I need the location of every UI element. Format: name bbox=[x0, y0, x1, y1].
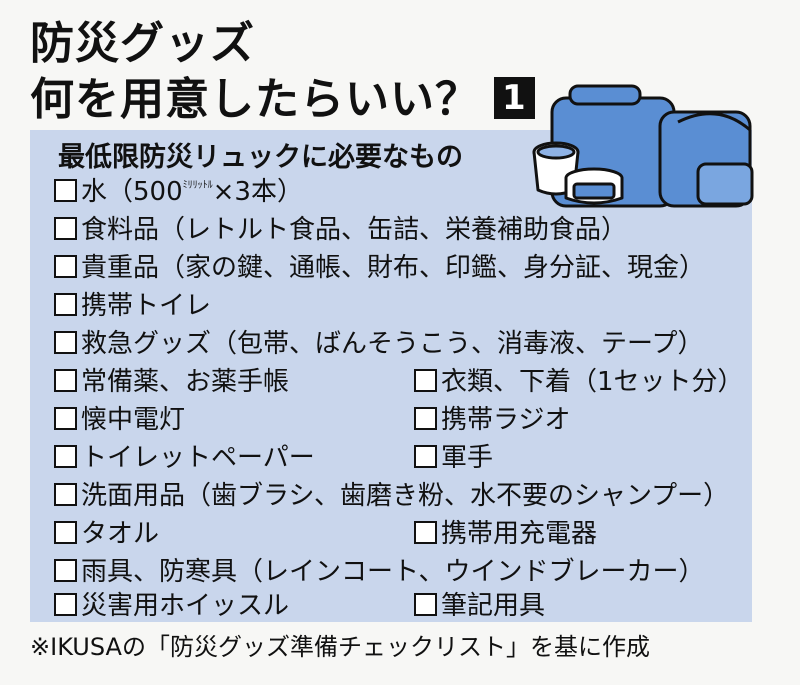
checkbox[interactable] bbox=[54, 521, 77, 544]
item-toilet: 携帯トイレ bbox=[54, 289, 211, 323]
checkbox[interactable] bbox=[54, 293, 77, 316]
checkbox[interactable] bbox=[54, 407, 77, 430]
title-line-2: 何を用意したらいい？ 1 bbox=[30, 72, 535, 128]
checkbox[interactable] bbox=[54, 369, 77, 392]
item-raingear: 雨具、防寒具（レインコート、ウインドブレーカー） bbox=[54, 555, 704, 589]
item-medicine: 常備薬、お薬手帳 bbox=[54, 365, 289, 399]
part-number-badge: 1 bbox=[494, 77, 535, 119]
checkbox[interactable] bbox=[54, 217, 77, 240]
checklist-heading: 最低限防災リュックに必要なもの bbox=[58, 142, 463, 173]
item-flashlight-label: 懐中電灯 bbox=[81, 405, 186, 435]
item-toiletries-label: 洗面用品（歯ブラシ、歯磨き粉、水不要のシャンプー） bbox=[81, 481, 730, 511]
checkbox[interactable] bbox=[414, 593, 437, 616]
item-valuables: 貴重品（家の鍵、通帳、財布、印鑑、身分証、現金） bbox=[54, 251, 705, 285]
item-toilet-label: 携帯トイレ bbox=[81, 291, 212, 321]
item-water: 水（500ﾐﾘﾘｯﾄﾙ×3本） bbox=[54, 175, 303, 209]
item-valuables-label: 貴重品（家の鍵、通帳、財布、印鑑、身分証、現金） bbox=[81, 253, 706, 283]
item-water-unit: ﾐﾘﾘｯﾄﾙ bbox=[182, 180, 213, 191]
item-stationery-label: 筆記用具 bbox=[441, 591, 546, 621]
item-food: 食料品（レトルト食品、缶詰、栄養補助食品） bbox=[54, 213, 627, 247]
backpack-supplies-illustration bbox=[532, 84, 754, 208]
item-radio-label: 携帯ラジオ bbox=[441, 405, 571, 435]
checkbox[interactable] bbox=[54, 559, 77, 582]
item-firstaid-label: 救急グッズ（包帯、ばんそうこう、消毒液、テープ） bbox=[81, 329, 704, 359]
item-gloves-label: 軍手 bbox=[441, 443, 494, 473]
checkbox[interactable] bbox=[414, 521, 437, 544]
page-title: 防災グッズ 何を用意したらいい？ 1 bbox=[30, 16, 535, 128]
checkbox[interactable] bbox=[54, 445, 77, 468]
item-toiletries: 洗面用品（歯ブラシ、歯磨き粉、水不要のシャンプー） bbox=[54, 479, 729, 513]
item-water-label-2: ×3本） bbox=[212, 177, 303, 207]
checklist-panel bbox=[30, 130, 752, 622]
item-toiletpaper: トイレットペーパー bbox=[54, 441, 315, 475]
item-clothes-label: 衣類、下着（1セット分） bbox=[441, 367, 744, 397]
checkbox[interactable] bbox=[54, 593, 77, 616]
source-footnote: ※IKUSAの「防災グッズ準備チェックリスト」を基に作成 bbox=[30, 633, 650, 661]
item-gloves: 軍手 bbox=[414, 441, 493, 475]
item-towel-label: タオル bbox=[81, 519, 160, 549]
title-line-2-text: 何を用意したらいい？ bbox=[30, 74, 480, 125]
item-radio: 携帯ラジオ bbox=[414, 403, 570, 437]
item-toiletpaper-label: トイレットペーパー bbox=[81, 443, 315, 473]
item-whistle-label: 災害用ホイッスル bbox=[81, 591, 290, 621]
title-line-1: 防災グッズ bbox=[30, 18, 255, 69]
checkbox[interactable] bbox=[54, 483, 77, 506]
checkbox[interactable] bbox=[414, 445, 437, 468]
item-towel: タオル bbox=[54, 517, 159, 551]
checkbox[interactable] bbox=[54, 255, 77, 278]
checkbox[interactable] bbox=[54, 179, 77, 202]
item-flashlight: 懐中電灯 bbox=[54, 403, 185, 437]
item-firstaid: 救急グッズ（包帯、ばんそうこう、消毒液、テープ） bbox=[54, 327, 703, 361]
item-whistle: 災害用ホイッスル bbox=[54, 589, 289, 623]
item-water-label: 水（500 bbox=[81, 177, 183, 207]
item-charger: 携帯用充電器 bbox=[414, 517, 597, 551]
item-clothes: 衣類、下着（1セット分） bbox=[414, 365, 744, 399]
item-charger-label: 携帯用充電器 bbox=[441, 519, 598, 549]
item-medicine-label: 常備薬、お薬手帳 bbox=[81, 367, 290, 397]
checkbox[interactable] bbox=[54, 331, 77, 354]
checkbox[interactable] bbox=[414, 369, 437, 392]
checkbox[interactable] bbox=[414, 407, 437, 430]
item-food-label: 食料品（レトルト食品、缶詰、栄養補助食品） bbox=[81, 215, 628, 245]
item-raingear-label: 雨具、防寒具（レインコート、ウインドブレーカー） bbox=[81, 557, 705, 587]
item-stationery: 筆記用具 bbox=[414, 589, 545, 623]
